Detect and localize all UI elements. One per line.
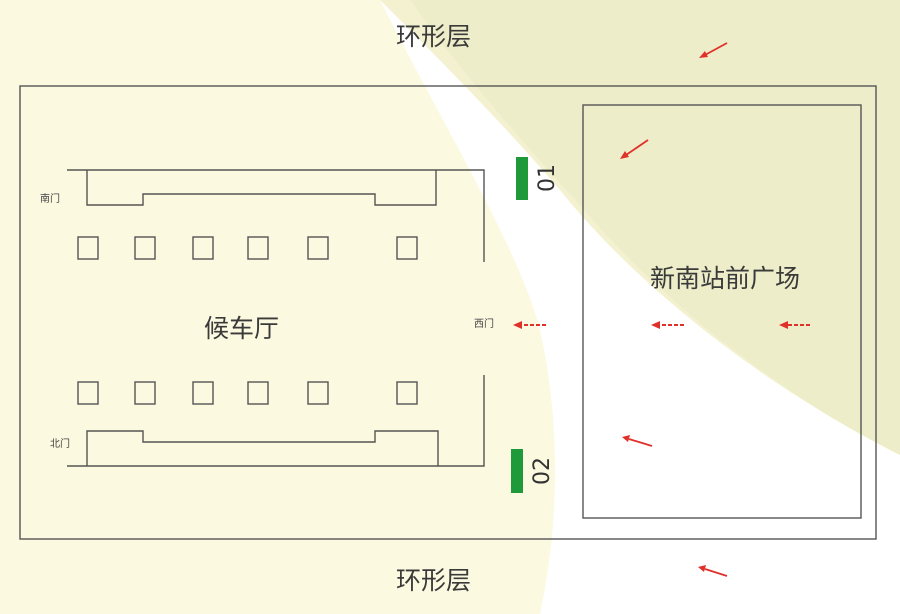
pillar <box>396 381 418 405</box>
marker-02-bar <box>511 449 523 493</box>
pillar <box>307 236 329 260</box>
north-gate-label: 北门 <box>50 439 70 450</box>
plaza-boundary <box>582 104 862 519</box>
flow-arrow-dashed <box>513 321 546 329</box>
hall-top-wall <box>67 169 485 262</box>
pillar <box>192 381 214 405</box>
hall-bottom-wall <box>67 375 485 467</box>
west-gate-label: 西门 <box>474 319 494 330</box>
ring-level-bottom-label: 环形层 <box>396 566 472 595</box>
flow-arrow-dashed <box>779 321 810 329</box>
south-gate-label: 南门 <box>40 194 60 205</box>
pillar <box>247 381 269 405</box>
pillar <box>307 381 329 405</box>
pillar <box>77 236 99 260</box>
pillar <box>77 381 99 405</box>
marker-02-label: 02 <box>530 457 555 485</box>
pillar <box>134 381 156 405</box>
zone-light-area <box>0 0 555 614</box>
hall-bottom-inner <box>86 430 439 466</box>
waiting-hall-label: 候车厅 <box>204 314 280 343</box>
flow-arrow <box>699 42 728 58</box>
pillar <box>134 236 156 260</box>
marker-01-label: 01 <box>535 164 560 192</box>
pillar <box>247 236 269 260</box>
flow-arrow <box>698 565 728 577</box>
plaza-label: 新南站前广场 <box>650 264 801 293</box>
outer-boundary <box>19 85 877 540</box>
zone-dark-area <box>410 0 900 455</box>
flow-arrow <box>620 139 649 159</box>
ring-level-top-label: 环形层 <box>396 22 472 51</box>
flow-arrow-dashed <box>651 321 684 329</box>
flow-arrow <box>622 435 653 447</box>
pillar <box>396 236 418 260</box>
pillar <box>192 236 214 260</box>
marker-01-bar <box>516 157 528 200</box>
hall-top-inner <box>86 170 437 206</box>
